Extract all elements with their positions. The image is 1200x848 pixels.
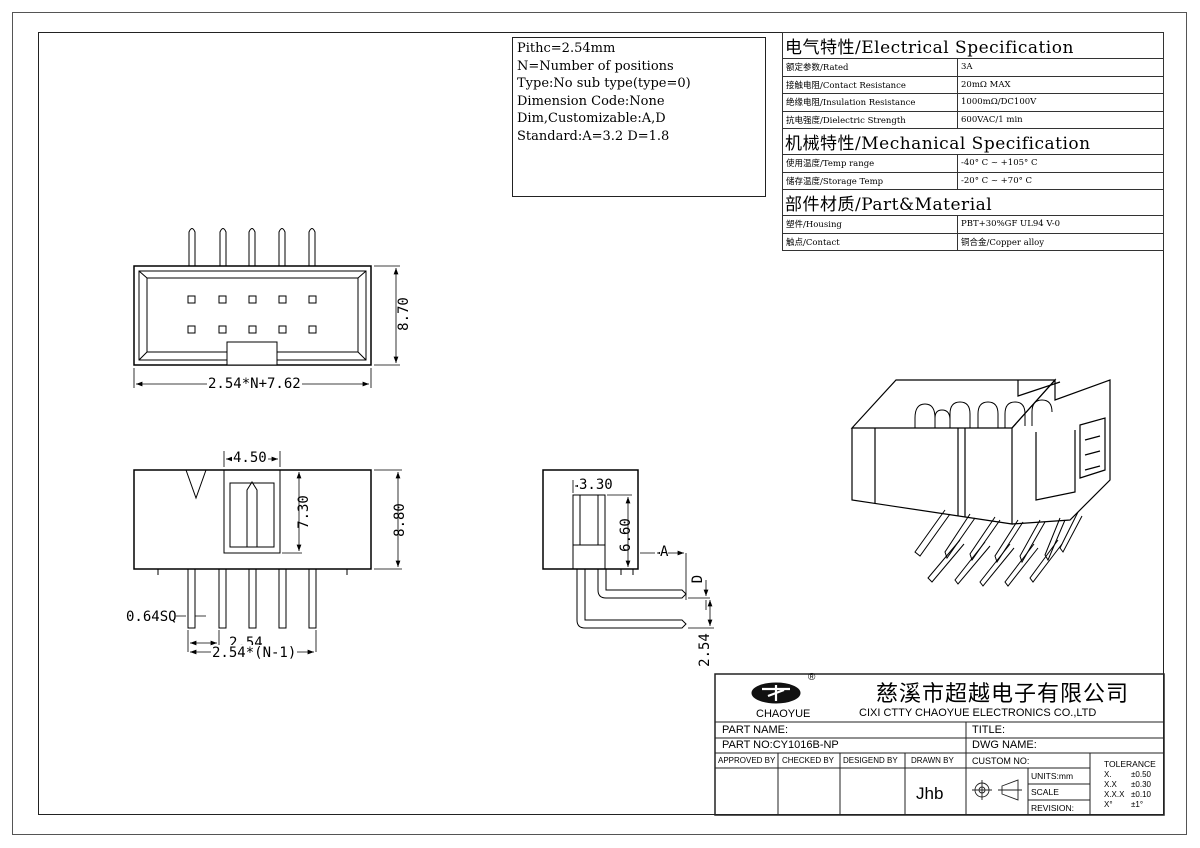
revision-label: REVISION:: [1031, 803, 1074, 813]
logo-registered-mark: ®: [808, 672, 816, 683]
specification-table: 电气特性/Electrical Specification 额定参数/Rated…: [782, 32, 1164, 251]
note-line: Type:No sub type(type=0): [517, 76, 691, 92]
tolerance-key: X.: [1104, 770, 1112, 779]
company-logo-icon: [751, 682, 801, 704]
spec-value: 铜合金/Copper alloy: [957, 232, 1164, 251]
note-line: Standard:A=3.2 D=1.8: [517, 128, 670, 144]
drawn-by-label: DRAWN BY: [911, 756, 954, 765]
dim-side-width: 3.30: [578, 477, 614, 493]
front-view: [133, 451, 402, 655]
projection-symbol-icon: [972, 779, 1022, 801]
dim-side-height: 6.60: [618, 518, 634, 552]
side-view: [542, 469, 714, 629]
checked-by-label: CHECKED BY: [782, 756, 835, 765]
company-name-en: CIXI CTTY CHAOYUE ELECTRONICS CO.,LTD: [859, 707, 1097, 719]
company-name-cn: 慈溪市超越电子有限公司: [876, 682, 1130, 707]
part-number: PART NO:CY1016B-NP: [722, 739, 839, 751]
tolerance-key: X.X: [1104, 780, 1117, 789]
tolerance-value: ±0.10: [1131, 790, 1151, 799]
brand-name: CHAOYUE: [756, 708, 811, 720]
note-line: Pithc=2.54mm: [517, 41, 616, 56]
dim-top-height: 8.70: [396, 297, 412, 331]
scale-label: SCALE: [1031, 787, 1059, 797]
drawing-frame: [38, 32, 1164, 815]
title-block: [714, 673, 1165, 816]
note-line: Dimension Code:None: [517, 93, 665, 109]
isometric-view: [850, 378, 1111, 587]
electrical-heading: 电气特性/Electrical Specification: [782, 32, 1164, 59]
dim-slot-height: 7.30: [296, 495, 312, 529]
dim-d: D: [690, 574, 706, 584]
dwg-name-label: DWG NAME:: [972, 739, 1037, 751]
tolerance-value: ±0.50: [1131, 770, 1151, 779]
dim-side-pitch: 2.54: [697, 633, 713, 667]
notes-box: Pithc=2.54mm N=Number of positions Type:…: [512, 37, 766, 197]
tolerance-value: ±1°: [1131, 800, 1144, 809]
mechanical-heading: 机械特性/Mechanical Specification: [782, 128, 1164, 155]
top-view: [133, 228, 400, 388]
dim-top-width: 2.54*N+7.62: [207, 376, 302, 392]
units-label: UNITS:mm: [1031, 771, 1074, 781]
tolerance-heading: TOLERANCE: [1104, 759, 1156, 769]
dim-pin-square: 0.64SQ: [126, 609, 177, 625]
drawer-name: Jhb: [916, 784, 944, 803]
material-heading: 部件材质/Part&Material: [782, 189, 1164, 216]
pin-holes: [187, 295, 317, 334]
dim-front-height: 8.80: [392, 503, 408, 537]
tolerance-key: X.X.X: [1104, 790, 1125, 799]
dim-a: A: [660, 544, 669, 560]
approved-by-label: APPROVED BY: [718, 756, 776, 765]
designed-by-label: DESIGEND BY: [843, 756, 898, 765]
note-line: Dim,Customizable:A,D: [517, 111, 666, 127]
iso-bottom-pins: [914, 509, 1083, 587]
outer-frame: [12, 12, 1187, 835]
dim-pitch-total: 2.54*(N-1): [211, 645, 298, 661]
iso-top-pins: [914, 399, 1053, 428]
tolerance-key: X°: [1104, 800, 1113, 809]
dim-slot-width: 4.50: [232, 450, 268, 466]
tolerance-value: ±0.30: [1131, 780, 1151, 789]
note-line: N=Number of positions: [517, 58, 674, 74]
top-pins: [188, 228, 316, 266]
title-label: TITLE:: [972, 724, 1006, 736]
custom-no-label: CUSTOM NO:: [972, 756, 1030, 766]
part-name-label: PART NAME:: [722, 724, 789, 736]
